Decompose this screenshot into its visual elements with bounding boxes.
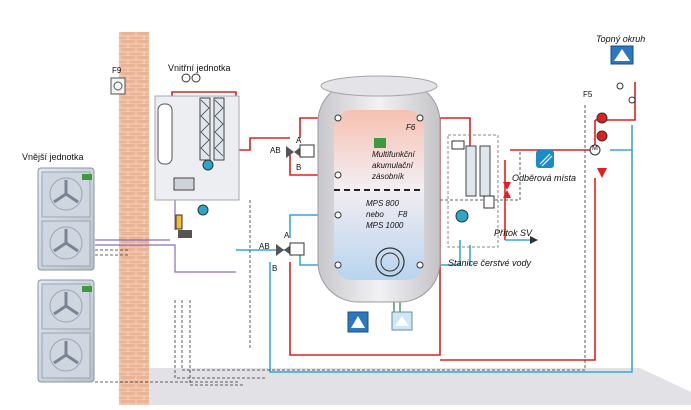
shower-icon [536, 150, 554, 168]
label-outdoor-unit: Vnější jednotka [22, 152, 84, 162]
label-valve-top-b: B [296, 163, 302, 172]
solar-heater-icon [347, 311, 369, 333]
label-valve-bottom-b: B [272, 264, 278, 273]
tank-icon [317, 75, 441, 303]
signal-lines [95, 105, 586, 386]
cold-water-inlet-icon [530, 236, 538, 244]
purple-pipes [95, 200, 236, 273]
label-valve-bottom-ab: AB [259, 242, 270, 251]
outdoor-unit-top-icon [37, 167, 95, 271]
label-tank-line2: akumulační [372, 161, 413, 170]
fresh-water-station-icon [447, 134, 499, 248]
radiator-icon [610, 45, 634, 65]
heating-circuit-valves-icon [616, 82, 636, 104]
label-indoor-unit: Vnitřní jednotka [168, 63, 231, 73]
label-sensor-f9: F9 [112, 66, 122, 75]
outdoor-unit-bottom-icon [37, 279, 95, 383]
label-tank-model3: MPS 1000 [366, 221, 404, 230]
label-tank-model1: MPS 800 [366, 199, 399, 208]
label-sensor-f8: F8 [398, 210, 408, 219]
label-cold-water-inlet: Přítok SV [494, 228, 533, 238]
label-pump-m: M [592, 145, 598, 152]
indoor-unit-icon [154, 73, 240, 238]
label-tank-model2: nebo [366, 210, 384, 219]
label-valve-bottom-a: A [284, 231, 290, 240]
draw-point-valve-icon [503, 182, 511, 198]
label-draw-points: Odběrová místa [512, 173, 577, 183]
label-fresh-water-station: Stanice čerstvé vody [448, 258, 532, 268]
mixing-valve-bottom-icon [276, 242, 305, 256]
mixing-valve-top-icon [286, 144, 315, 158]
outdoor-sensor-f9-icon [110, 77, 126, 95]
label-sensor-f5: F5 [583, 90, 593, 99]
label-sensor-f6: F6 [406, 123, 416, 132]
label-tank-line1: Multifunkční [372, 150, 415, 159]
floor [130, 368, 691, 405]
hot-water-icon [391, 311, 413, 331]
label-valve-top-a: A [296, 136, 302, 145]
label-heating-circuit: Topný okruh [596, 34, 646, 44]
heating-pump-icon [589, 112, 608, 178]
label-tank-line3: zásobník [372, 172, 405, 181]
label-valve-top-ab: AB [270, 146, 281, 155]
